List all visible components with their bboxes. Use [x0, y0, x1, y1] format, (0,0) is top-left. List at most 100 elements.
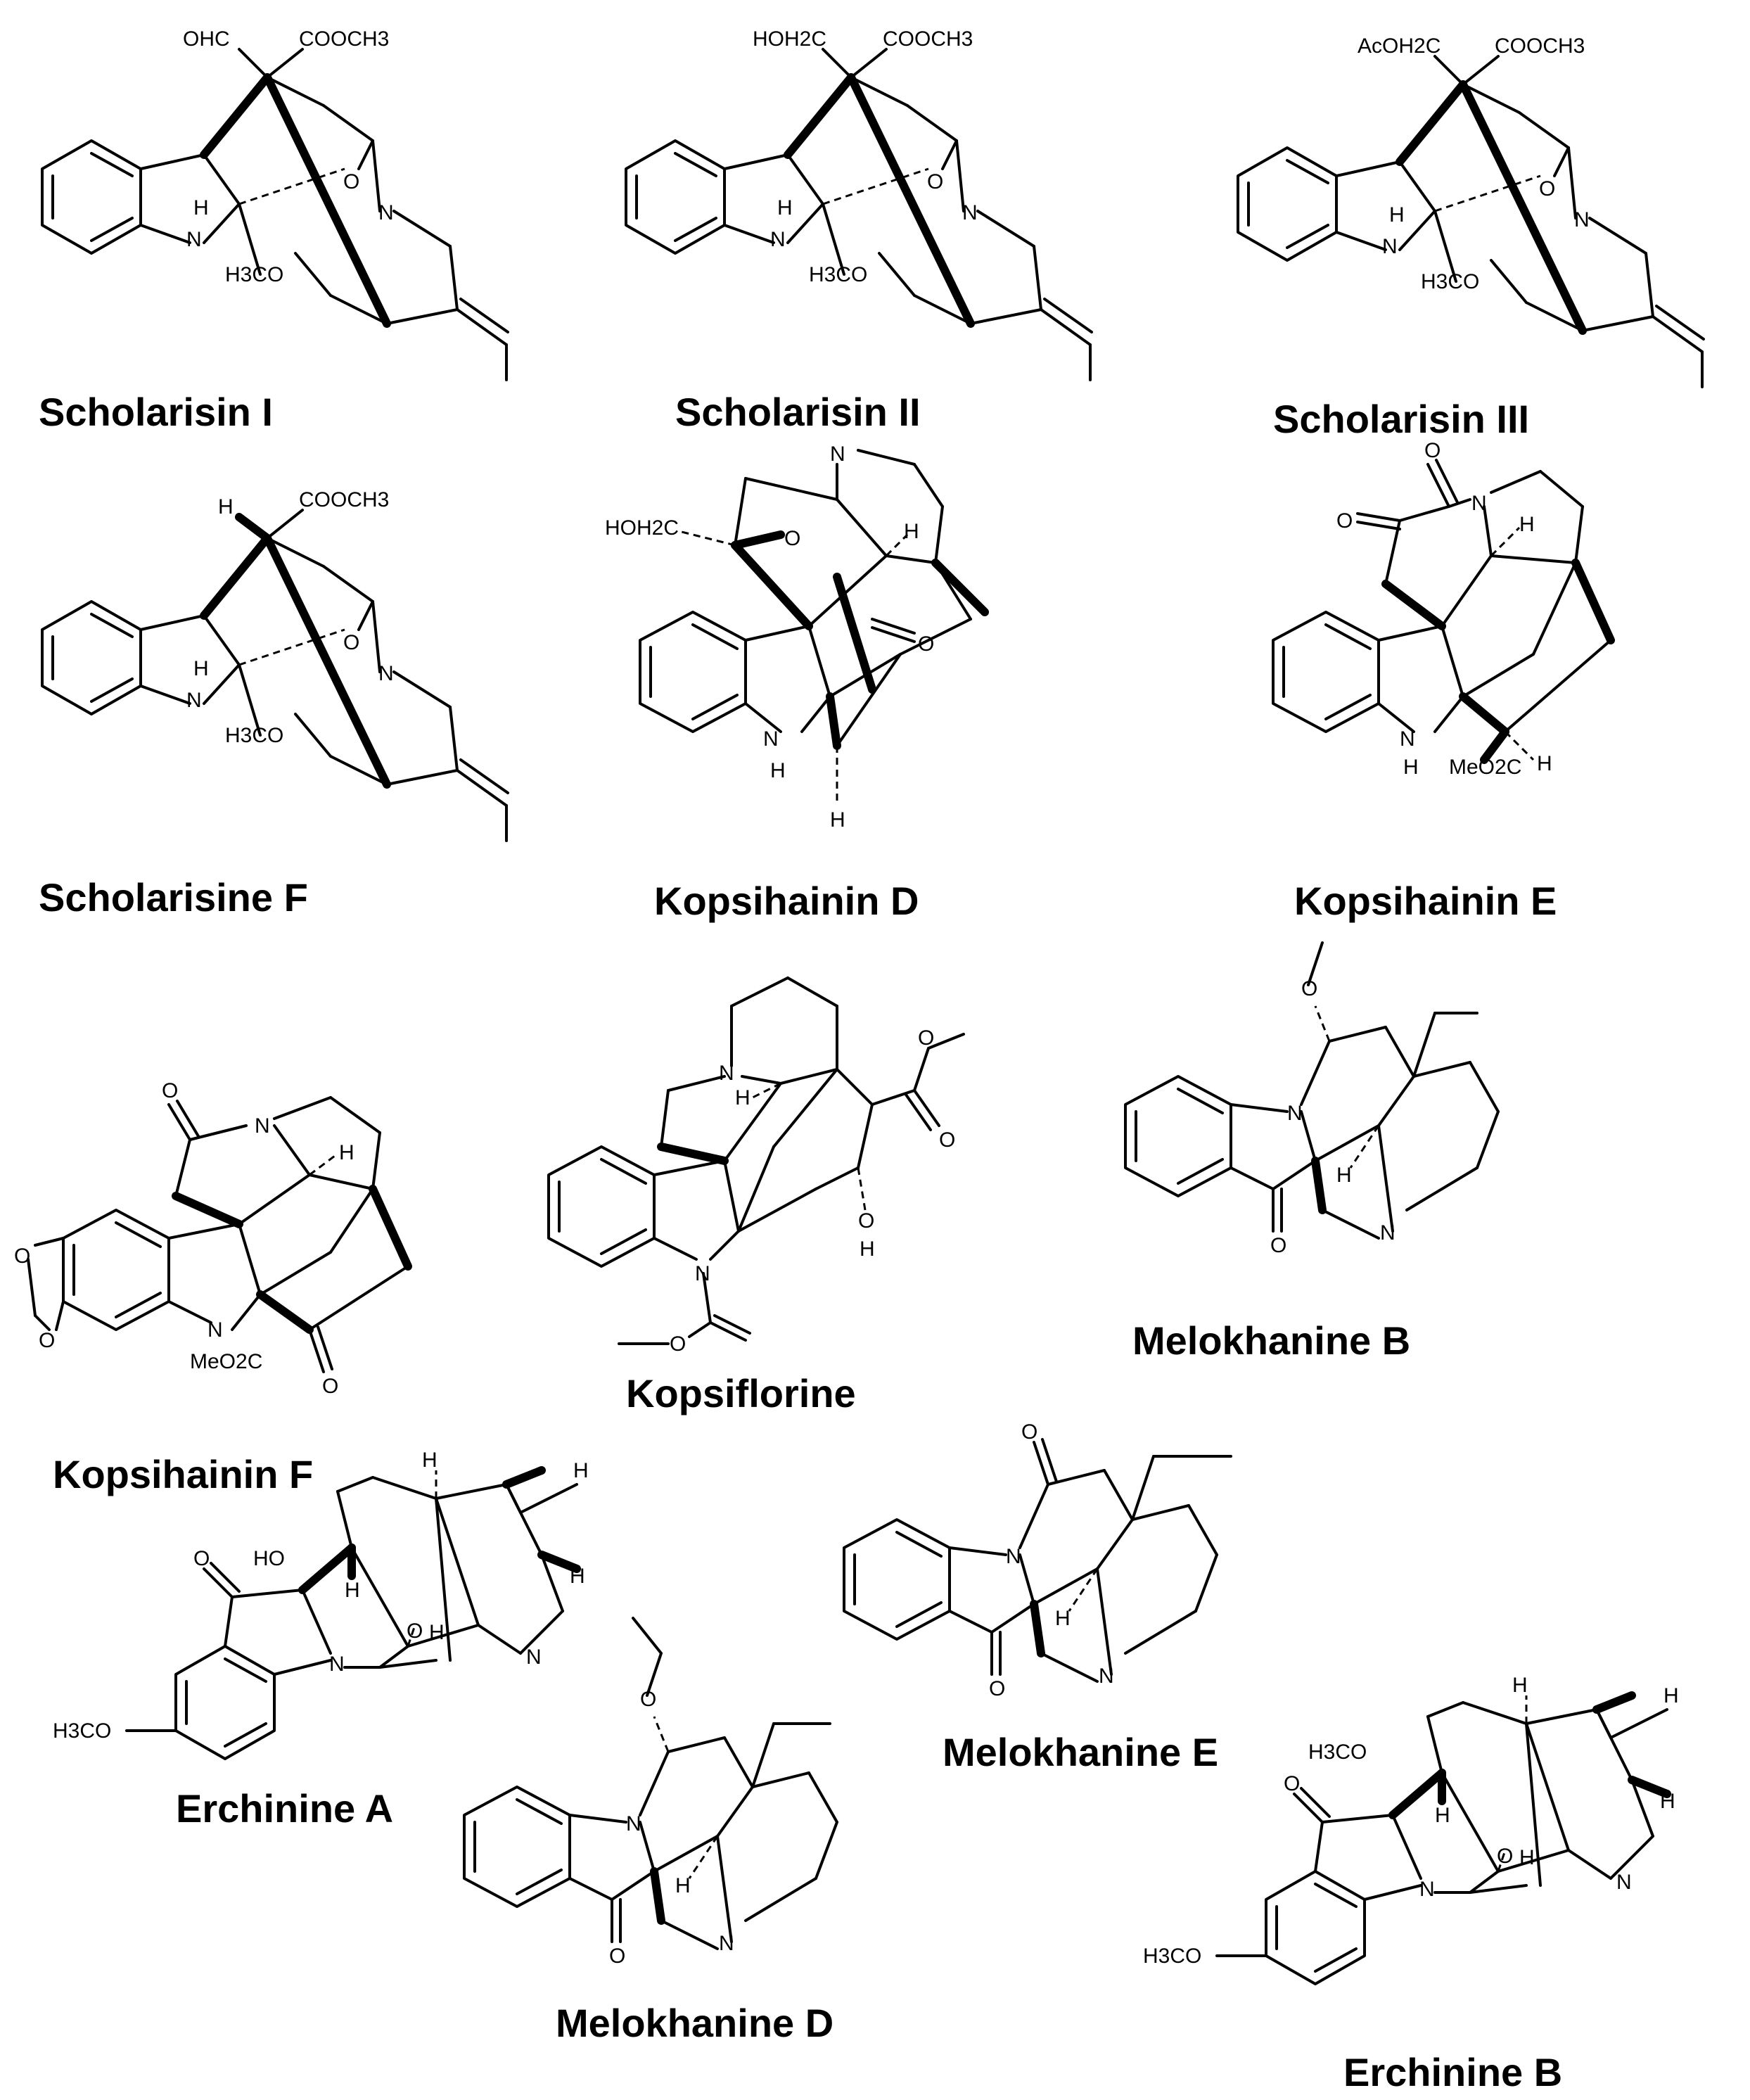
erchinine-b-ketone-oxygen: O [1284, 1772, 1300, 1795]
scholarisine-f-nitrogen: N [378, 662, 394, 685]
kopsiflorine-hydrogen-1: H [735, 1086, 751, 1109]
compound-name: Scholarisin II [675, 390, 921, 434]
scholarisin-i-nh-nitrogen: N [186, 228, 202, 251]
kopsiflorine-nitrogen: N [719, 1062, 734, 1085]
compound-name: Erchinine A [176, 1786, 393, 1831]
kopsihainin-d-nh-nitrogen: N [763, 727, 779, 751]
kopsihainin-f-lactam-oxygen: O [162, 1079, 178, 1102]
scholarisin-i-oxygen: O [343, 170, 359, 193]
compound-name: Melokhanine E [943, 1730, 1218, 1774]
compound-name: Scholarisine F [39, 875, 308, 919]
compound-name: Scholarisin I [39, 390, 273, 434]
scholarisin-ii-substituent-1: HOH2C [753, 27, 826, 51]
erchinine-a-hydrogen-4: H [570, 1565, 585, 1588]
melokhanine-e-lactam-oxygen: O [1021, 1420, 1037, 1444]
erchinine-b-hydrogen-4: H [1660, 1790, 1675, 1813]
erchinine-b-methoxy-1: H3CO [1308, 1741, 1367, 1764]
kopsihainin-e-oxo-2: O [1336, 509, 1353, 533]
kopsihainin-f-nitrogen: N [255, 1114, 270, 1138]
melokhanine-d-nitrogen: N [719, 1932, 734, 1955]
kopsihainin-d-ether-oxygen: O [784, 527, 800, 550]
erchinine-a-ether-oxygen: O [407, 1619, 423, 1643]
kopsihainin-e-hydrogen-2: H [1537, 752, 1552, 775]
melokhanine-d-ethoxy-oxygen: O [640, 1688, 656, 1711]
scholarisin-iii-oxygen: O [1539, 177, 1555, 201]
melokhanine-d-indole-nitrogen: N [626, 1812, 641, 1835]
scholarisin-i-nh-hydrogen: H [193, 196, 209, 219]
kopsihainin-d-nitrogen: N [830, 443, 845, 466]
scholarisin-iii-substituent-1: AcOH2C [1358, 34, 1441, 58]
scholarisin-i-substituent-1: OHC [183, 27, 230, 51]
kopsihainin-e-oxo-1: O [1424, 439, 1441, 462]
melokhanine-b-methoxy-oxygen: O [1301, 977, 1317, 1000]
scholarisine-f-oxygen: O [343, 631, 359, 654]
scholarisin-ii-methoxy: H3CO [809, 263, 867, 286]
scholarisin-i-nitrogen: N [378, 201, 394, 224]
compound-name: Kopsihainin D [654, 879, 919, 923]
compound-name: Kopsihainin E [1294, 879, 1557, 923]
structure-erchinine-b: H H H3CO O H H N O H N H3CO Erchinine B [1143, 1674, 1679, 2094]
melokhanine-e-ketone-oxygen: O [989, 1677, 1005, 1700]
kopsihainin-e-nitrogen: N [1471, 492, 1487, 515]
erchinine-a-hydrogen-5: H [429, 1621, 445, 1644]
melokhanine-b-indole-nitrogen: N [1287, 1102, 1303, 1125]
structure-kopsihainin-d: HOH2C O N H O N H H Kopsihainin D [605, 443, 989, 923]
scholarisin-iii-nh-nitrogen: N [1382, 235, 1398, 258]
erchinine-a-methoxy: H3CO [53, 1719, 111, 1743]
melokhanine-e-hydrogen: H [1055, 1607, 1071, 1630]
scholarisin-i-methoxy: H3CO [225, 263, 283, 286]
erchinine-b-hydrogen-2: H [1663, 1684, 1679, 1707]
structure-scholarisin-ii: HOH2C COOCH3 O N H N H3CO Scholarisin II [625, 27, 1093, 434]
melokhanine-e-indole-nitrogen: N [1006, 1545, 1021, 1568]
structure-kopsiflorine: N H O O N O H O Kopsiflorine [547, 976, 965, 1415]
structure-kopsihainin-f: O N H O O N MeO2C O Kopsihainin F [14, 1079, 412, 1496]
erchinine-a-hydrogen-3: H [345, 1579, 360, 1602]
scholarisin-iii-methoxy: H3CO [1421, 270, 1479, 293]
kopsihainin-e-ester: MeO2C [1449, 756, 1521, 779]
scholarisin-ii-nh-nitrogen: N [770, 228, 786, 251]
structure-melokhanine-e: O N H N O Melokhanine E [843, 1420, 1232, 1774]
melokhanine-b-nitrogen: N [1380, 1221, 1395, 1245]
scholarisine-f-hydrogen: H [218, 495, 234, 518]
structure-scholarisin-i: OHC COOCH3 O N H N H3CO Scholarisin I [39, 27, 509, 434]
kopsiflorine-hydroxyl-oxygen: O [858, 1209, 874, 1233]
erchinine-a-indole-nitrogen: N [329, 1653, 345, 1676]
melokhanine-b-hydrogen: H [1336, 1164, 1352, 1187]
melokhanine-e-nitrogen: N [1099, 1665, 1114, 1688]
scholarisine-f-nh-hydrogen: H [193, 657, 209, 680]
compound-name: Erchinine B [1343, 2050, 1562, 2094]
kopsihainin-d-hydroxymethyl: HOH2C [605, 516, 679, 540]
kopsiflorine-ester-oxygen: O [918, 1026, 934, 1050]
kopsihainin-f-indole-nitrogen: N [207, 1318, 223, 1342]
erchinine-b-nitrogen: N [1616, 1871, 1632, 1894]
melokhanine-b-ketone-oxygen: O [1270, 1234, 1286, 1257]
structure-scholarisine-f: H COOCH3 O N H N H3CO Scholarisine F [39, 488, 509, 919]
scholarisin-ii-nh-hydrogen: H [777, 196, 793, 219]
scholarisin-ii-oxygen: O [927, 170, 943, 193]
kopsihainin-d-hydrogen-2: H [830, 808, 845, 832]
erchinine-b-ether-oxygen: O [1497, 1845, 1513, 1868]
erchinine-a-hydroxyl: HO [253, 1547, 285, 1570]
erchinine-a-hydrogen-1: H [422, 1449, 438, 1472]
erchinine-a-nitrogen: N [526, 1646, 542, 1669]
kopsihainin-e-nh-hydrogen: H [1403, 756, 1419, 779]
scholarisin-iii-substituent-2: COOCH3 [1495, 34, 1585, 58]
scholarisine-f-ester: COOCH3 [299, 488, 389, 511]
scholarisin-ii-substituent-2: COOCH3 [883, 27, 973, 51]
kopsihainin-d-hydrogen-1: H [904, 520, 919, 543]
melokhanine-d-ketone-oxygen: O [609, 1945, 625, 1968]
compound-name: Kopsiflorine [626, 1371, 856, 1415]
kopsihainin-d-nh-hydrogen: H [770, 759, 786, 782]
compound-name: Melokhanine B [1132, 1318, 1410, 1363]
erchinine-b-hydrogen-1: H [1512, 1674, 1528, 1697]
kopsihainin-d-ketone-oxygen: O [918, 632, 934, 656]
scholarisine-f-methoxy: H3CO [225, 724, 283, 747]
kopsihainin-e-nh-nitrogen: N [1400, 727, 1415, 751]
compound-name: Melokhanine D [556, 2001, 834, 2045]
kopsihainin-f-carbamate: MeO2C [190, 1350, 262, 1373]
structure-melokhanine-b: O N H N O Melokhanine B [1124, 941, 1500, 1363]
scholarisin-i-substituent-2: COOCH3 [299, 27, 389, 51]
erchinine-b-hydrogen-5: H [1519, 1846, 1535, 1869]
kopsiflorine-carbonyl-oxygen: O [939, 1128, 955, 1152]
